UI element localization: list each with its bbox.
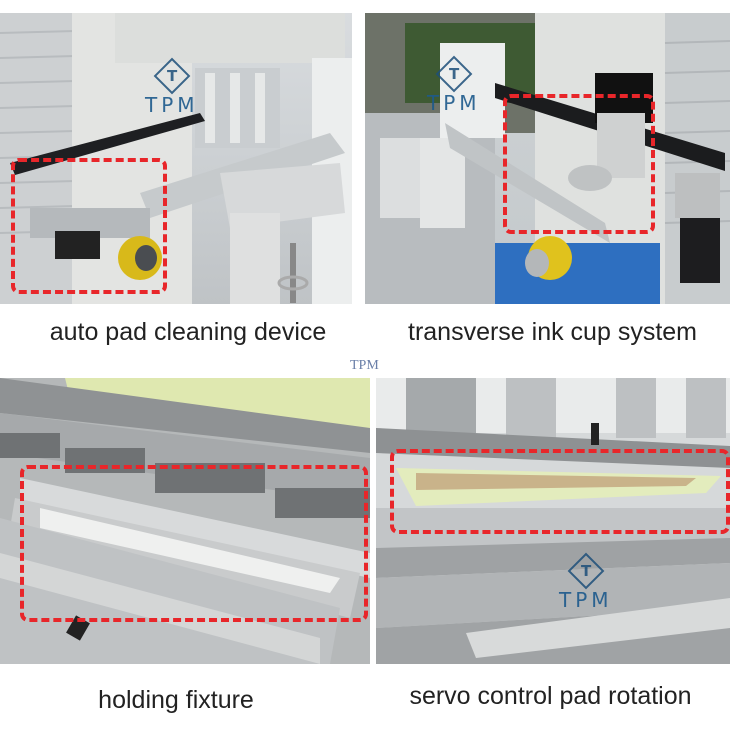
tpm-logo: T TPM bbox=[145, 57, 199, 117]
highlight-box bbox=[390, 449, 730, 534]
tpm-logo: T TPM bbox=[559, 552, 613, 612]
tpm-diamond-icon: T bbox=[153, 57, 191, 95]
tpm-logo: T TPM bbox=[427, 55, 481, 115]
highlight-box bbox=[503, 94, 655, 234]
photo-auto-pad-cleaning: T TPM bbox=[0, 13, 352, 304]
tpm-watermark: TPM bbox=[350, 358, 379, 373]
machine-illustration bbox=[0, 378, 370, 664]
caption-servo-pad-rotation: servo control pad rotation bbox=[409, 682, 692, 710]
caption-holding-fixture: holding fixture bbox=[98, 686, 254, 714]
photo-holding-fixture bbox=[0, 378, 370, 664]
tpm-diamond-icon: T bbox=[435, 55, 473, 93]
photo-servo-pad-rotation: T TPM bbox=[376, 378, 730, 664]
tpm-diamond-icon: T bbox=[567, 552, 605, 590]
caption-transverse-ink-cup: transverse ink cup system bbox=[408, 318, 697, 346]
highlight-box bbox=[11, 158, 167, 294]
highlight-box bbox=[20, 465, 368, 622]
caption-auto-pad-cleaning: auto pad cleaning device bbox=[49, 318, 327, 346]
photo-transverse-ink-cup: T TPM bbox=[365, 13, 730, 304]
machine-illustration bbox=[376, 378, 730, 664]
machine-illustration bbox=[365, 13, 730, 304]
